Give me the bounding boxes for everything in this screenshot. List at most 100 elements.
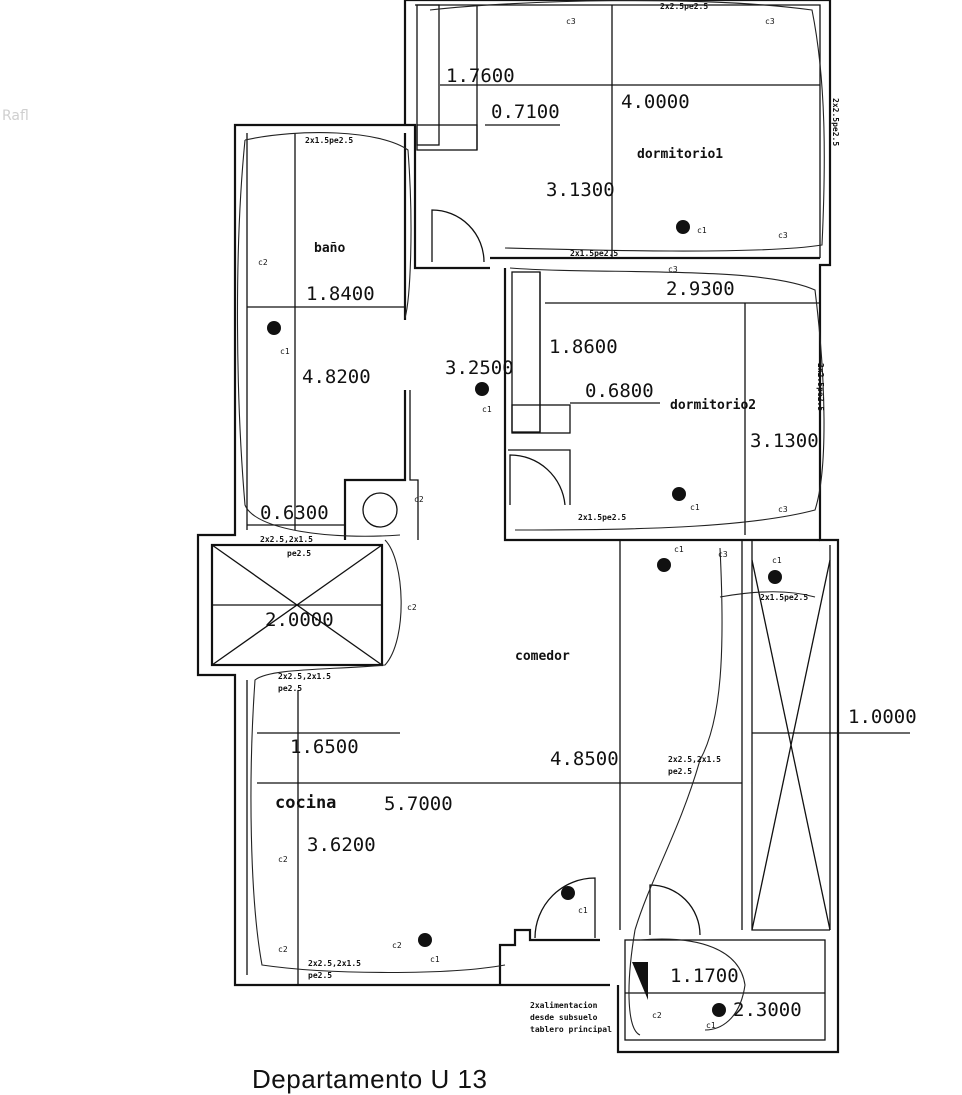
cable-label: 2x1.5pe2.5	[760, 593, 808, 602]
dim-label: 3.6200	[307, 834, 376, 856]
right-shaft-x2	[751, 559, 831, 931]
cable-label: pe2.5	[278, 684, 302, 693]
circuit-tag: c2	[258, 258, 268, 267]
outlet-dot	[418, 933, 432, 947]
wire-kitchen	[250, 539, 506, 974]
cable-label: pe2.5	[308, 971, 332, 980]
cable-label: 2x2.5,2x1.5	[278, 672, 331, 681]
dorm2-closet-base	[511, 404, 571, 434]
panel-board-icon	[632, 962, 648, 1000]
circuit-tag: c3	[718, 550, 728, 559]
outlets	[267, 220, 782, 1017]
outlet-dot	[676, 220, 690, 234]
wire-bano-top	[244, 132, 412, 319]
dim-label: 3.2500	[445, 357, 514, 379]
wiring	[236, 0, 825, 1036]
dorm2-structure	[503, 268, 820, 542]
circuit-tag: c1	[772, 556, 782, 565]
comedor-cocina-structure	[257, 540, 743, 985]
circuit-tag: c3	[765, 17, 775, 26]
wall-inner-top	[415, 4, 821, 258]
circuit-tag: c1	[706, 1021, 716, 1030]
dim-label: 0.6300	[260, 502, 329, 524]
room-label-bano: baño	[314, 241, 345, 256]
circuit-tag: c1	[482, 405, 492, 414]
outlet-dot	[712, 1003, 726, 1017]
wall-top-right	[405, 0, 840, 935]
right-shaft	[751, 540, 910, 931]
circuit-tag: c3	[566, 17, 576, 26]
cable-label: 2xalimentacion	[530, 1000, 598, 1010]
dim-label: 1.6500	[290, 736, 359, 758]
circuit-tag: c2	[278, 945, 288, 954]
lower-right-door-swing	[649, 884, 701, 936]
circuit-tag: c3	[778, 505, 788, 514]
cable-label: desde subsuelo	[530, 1013, 598, 1022]
outlet-dot	[267, 321, 281, 335]
outlet-dot	[768, 570, 782, 584]
bano-fixture-round	[362, 492, 398, 528]
cable-labels: 2x2.5pe2.5 2x2.5pe2.5 2x1.5pe2.5 2x1.5pe…	[260, 2, 840, 1034]
circuit-tag: c3	[668, 265, 678, 274]
room-label-comedor: comedor	[515, 649, 570, 664]
wall-dorm1-outer	[196, 0, 610, 987]
dorm1-door-swing	[431, 209, 485, 263]
outlet-dot	[657, 558, 671, 572]
room-labels: dormitorio1 baño dormitorio2 comedor coc…	[275, 147, 756, 813]
dim-label: 0.7100	[491, 101, 560, 123]
lower-right-room-box	[624, 939, 826, 1041]
outlet-dot	[672, 487, 686, 501]
circuit-tag: c1	[674, 545, 684, 554]
dorm2-closet-left	[511, 271, 541, 433]
room-label-dormitorio2: dormitorio2	[670, 398, 756, 413]
dorm1-closet-left	[416, 4, 440, 146]
dim-label: 4.0000	[621, 91, 690, 113]
room-label-dormitorio1: dormitorio1	[637, 147, 723, 162]
circuit-tags: c3 c3 c1 c3 c3 c2 c1 c1 c1 c3 c2 c1 c3 c…	[258, 17, 788, 1030]
room-label-cocina: cocina	[275, 793, 336, 813]
dim-label: 1.0000	[848, 706, 917, 728]
dim-label: 2.3000	[733, 999, 802, 1021]
cable-label: 2x2.5pe2.5	[660, 2, 708, 11]
cable-label: 2x1.5pe2.5	[578, 513, 626, 522]
cable-label: tablero principal	[530, 1024, 612, 1034]
dim-label: 1.1700	[670, 965, 739, 987]
scan-artifact-text: Rafl	[2, 108, 29, 124]
cable-label: 2x2.5pe2.5	[831, 98, 840, 146]
cable-label: 2x2.5,2x1.5	[668, 755, 721, 764]
circuit-tag: c2	[407, 603, 417, 612]
cable-label: 2x1.5pe2.5	[570, 249, 618, 258]
cable-label: 2x2.5,2x1.5	[308, 959, 361, 968]
circuit-tag: c2	[278, 855, 288, 864]
circuit-tag: c1	[280, 347, 290, 356]
dim-label: 4.8500	[550, 748, 619, 770]
outlet-dot	[561, 886, 575, 900]
outlet-dot	[475, 382, 489, 396]
dim-label: 3.1300	[546, 179, 615, 201]
wire-dorm2	[509, 267, 825, 531]
circuit-tag: c1	[578, 906, 588, 915]
cable-label: 2x1.5pe2.5	[305, 136, 353, 145]
left-shaft	[210, 543, 384, 667]
dim-label: 5.7000	[384, 793, 453, 815]
cable-label: 2x2.5,2x1.5	[260, 535, 313, 544]
cable-label: pe2.5	[668, 767, 692, 776]
dorm1-closet-base	[416, 124, 478, 151]
dorm2-door-swing	[508, 449, 571, 506]
dim-label: 1.8600	[549, 336, 618, 358]
kitchen-bottom-step	[498, 928, 600, 985]
circuit-tag: c1	[697, 226, 707, 235]
circuit-tag: c1	[430, 955, 440, 964]
circuit-tag: c2	[652, 1011, 662, 1020]
wire-dorm1	[429, 0, 825, 252]
wire-right-shaft	[719, 591, 816, 598]
kitchen-door-swing	[534, 877, 596, 939]
dim-label: 1.7600	[446, 65, 515, 87]
dim-label: 4.8200	[302, 366, 371, 388]
lower-right-room	[624, 884, 826, 1041]
bano-right-wall	[343, 133, 407, 540]
wire-lower-right	[639, 938, 746, 1031]
dim-label: 3.1300	[750, 430, 819, 452]
dorm1-structure	[416, 4, 820, 263]
